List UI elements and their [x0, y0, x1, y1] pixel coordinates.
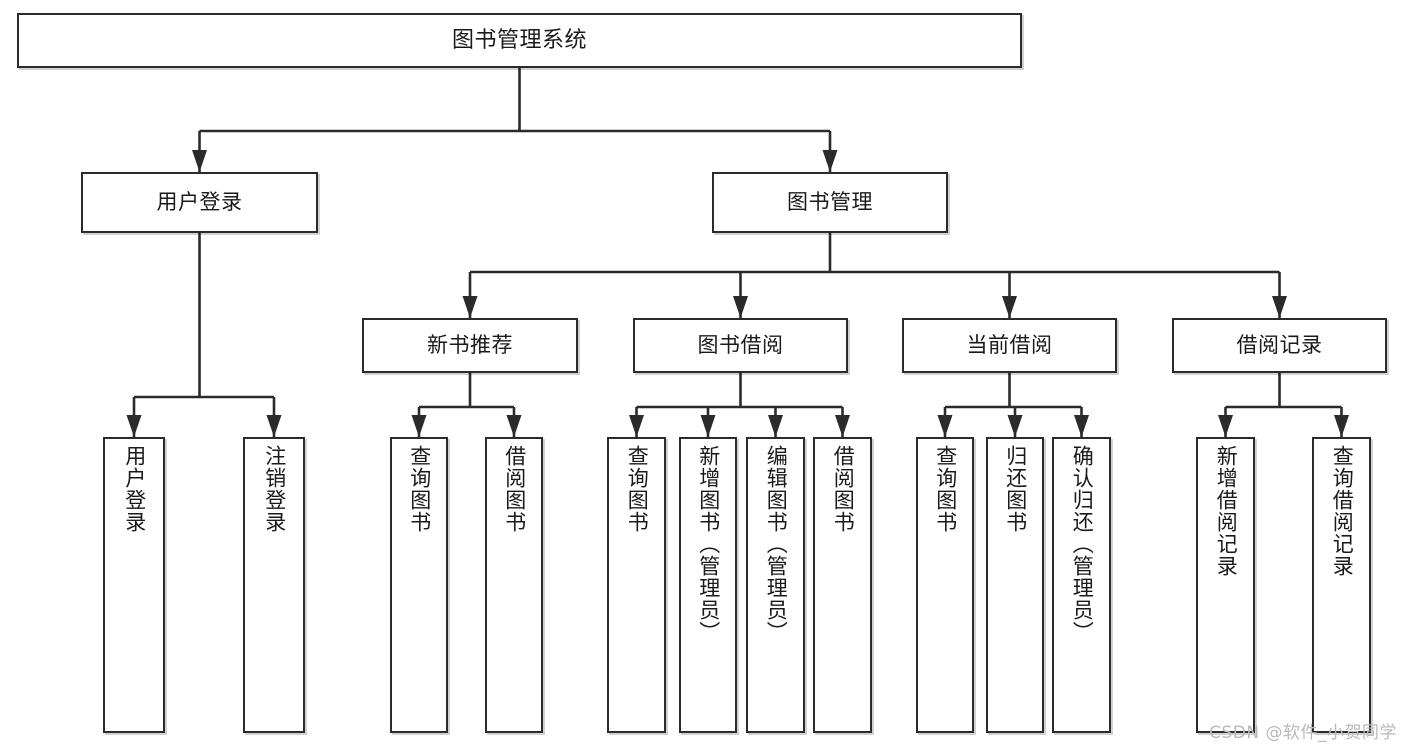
edge-arrowhead-borrow-l6 — [700, 415, 716, 437]
node-l3[interactable]: 查询图书 — [390, 437, 448, 733]
node-l1[interactable]: 用户登录 — [103, 437, 165, 733]
node-l9[interactable]: 查询图书 — [916, 437, 974, 733]
node-label: 图书管理 — [787, 190, 873, 215]
node-label: 用户登录 — [156, 190, 243, 215]
edge-arrowhead-root-bookmgmt — [822, 150, 838, 172]
edge-arrowhead-newbook-l4 — [506, 415, 522, 437]
edge-arrowhead-current-l10 — [1007, 415, 1023, 437]
node-borrow[interactable]: 图书借阅 — [633, 318, 848, 373]
node-l11[interactable]: 确认归还（管理员） — [1052, 437, 1111, 733]
node-label: 借阅图书 — [502, 445, 527, 533]
node-root[interactable]: 图书管理系统 — [17, 13, 1022, 68]
node-label: 新增图书（管理员） — [696, 445, 721, 643]
edge-arrowhead-bookmgmt-current — [1002, 296, 1017, 318]
node-l12[interactable]: 新增借阅记录 — [1196, 437, 1255, 733]
node-newbook[interactable]: 新书推荐 — [362, 318, 578, 373]
node-l7[interactable]: 编辑图书（管理员） — [746, 437, 805, 733]
node-label: 新书推荐 — [427, 333, 513, 358]
node-label: 查询借阅记录 — [1330, 445, 1355, 577]
node-current[interactable]: 当前借阅 — [902, 318, 1117, 373]
edge-arrowhead-newbook-l3 — [411, 415, 427, 437]
node-l10[interactable]: 归还图书 — [986, 437, 1044, 733]
node-label: 注销登录 — [262, 445, 287, 533]
node-label: 查询图书 — [933, 445, 958, 533]
edge-arrowhead-records-l12 — [1218, 415, 1233, 437]
node-l13[interactable]: 查询借阅记录 — [1312, 437, 1371, 733]
edge-arrowhead-login-l2 — [266, 415, 282, 437]
edge-arrowhead-bookmgmt-borrow — [733, 296, 748, 318]
node-label: 查询图书 — [625, 445, 650, 533]
node-label: 借阅图书 — [831, 445, 856, 533]
node-label: 归还图书 — [1003, 445, 1028, 533]
node-l8[interactable]: 借阅图书 — [813, 437, 872, 733]
node-l2[interactable]: 注销登录 — [243, 437, 305, 733]
edge-arrowhead-borrow-l8 — [835, 415, 850, 437]
node-bookmgmt[interactable]: 图书管理 — [712, 172, 948, 233]
edge-arrowhead-bookmgmt-newbook — [462, 296, 478, 318]
node-label: 图书管理系统 — [451, 27, 587, 53]
edge-arrowhead-root-login — [192, 150, 207, 172]
node-label: 确认归还（管理员） — [1070, 445, 1095, 643]
node-l6[interactable]: 新增图书（管理员） — [679, 437, 737, 733]
edge-arrowhead-borrow-l5 — [629, 415, 644, 437]
edge-arrowhead-current-l9 — [937, 415, 953, 437]
edge-arrowhead-borrow-l7 — [768, 415, 783, 437]
node-login[interactable]: 用户登录 — [81, 172, 318, 233]
node-l5[interactable]: 查询图书 — [607, 437, 666, 733]
node-label: 新增借阅记录 — [1214, 445, 1239, 577]
node-label: 当前借阅 — [966, 333, 1053, 358]
edge-arrowhead-current-l11 — [1074, 415, 1089, 437]
node-records[interactable]: 借阅记录 — [1172, 318, 1387, 373]
node-label: 借阅记录 — [1236, 333, 1323, 358]
watermark-text: CSDN @软件_小贺同学 — [1209, 723, 1397, 743]
edge-arrowhead-records-l13 — [1334, 415, 1349, 437]
node-label: 用户登录 — [122, 445, 147, 533]
edge-arrowhead-bookmgmt-records — [1272, 296, 1287, 318]
node-l4[interactable]: 借阅图书 — [485, 437, 543, 733]
node-label: 图书借阅 — [697, 333, 784, 358]
node-label: 编辑图书（管理员） — [764, 445, 789, 643]
node-label: 查询图书 — [407, 445, 432, 533]
edge-arrowhead-login-l1 — [126, 415, 142, 437]
